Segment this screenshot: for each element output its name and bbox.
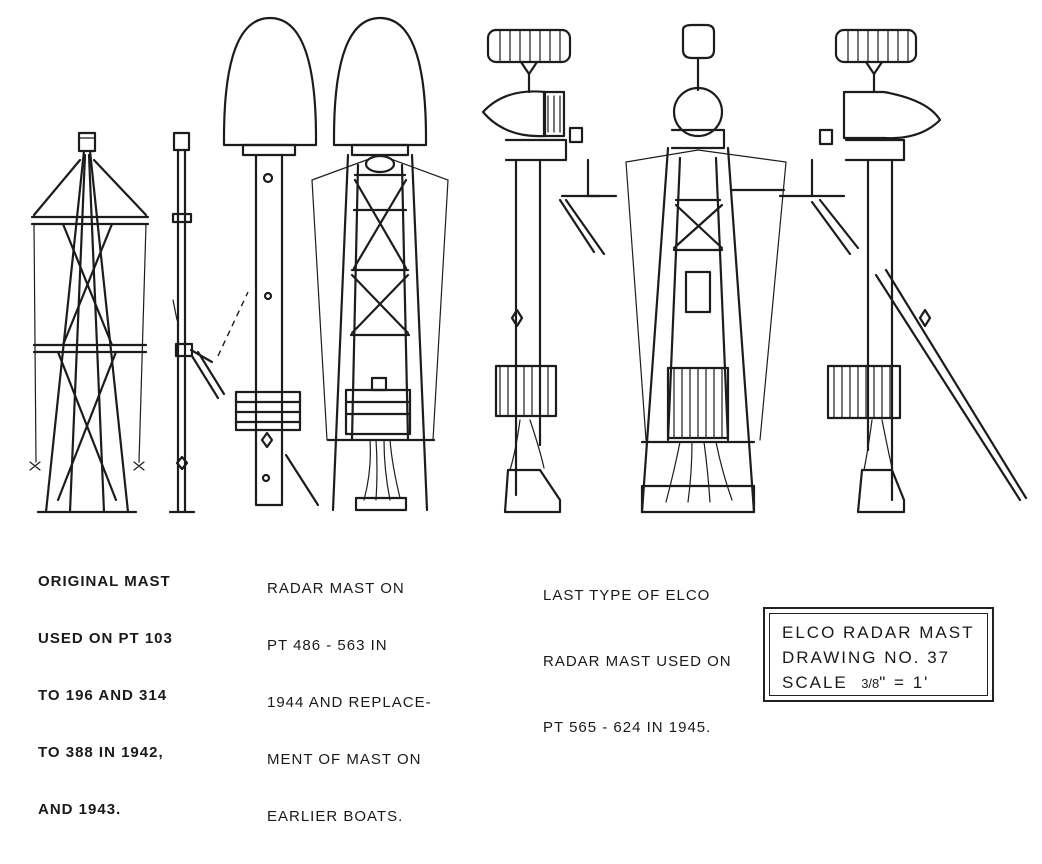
last-type-mast-side-view-left xyxy=(483,30,616,512)
title-block-inner-frame: ELCO RADAR MAST DRAWING NO. 37 SCALE 3/8… xyxy=(769,613,988,696)
caption-line: USED ON PT 103 xyxy=(38,630,173,647)
last-type-mast-front-view xyxy=(626,25,786,512)
drawing-sheet: ORIGINAL MAST USED ON PT 103 TO 196 AND … xyxy=(0,0,1042,825)
caption-last-type: LAST TYPE OF ELCO RADAR MAST USED ON PT … xyxy=(543,541,732,783)
last-type-mast-side-view-right xyxy=(780,30,1026,512)
original-mast-front-view xyxy=(30,133,148,512)
original-mast-side-view xyxy=(170,133,224,512)
caption-line: TO 388 IN 1942, xyxy=(38,744,164,761)
caption-original-mast: ORIGINAL MAST USED ON PT 103 TO 196 AND … xyxy=(38,534,173,857)
drawing-number: DRAWING NO. 37 xyxy=(782,648,951,667)
radar-mast-1944-side-view xyxy=(218,18,318,505)
caption-radar-mast-1944: RADAR MAST ON PT 486 - 563 IN 1944 AND R… xyxy=(267,541,432,864)
title-block: ELCO RADAR MAST DRAWING NO. 37 SCALE 3/8… xyxy=(763,607,994,702)
scale-fraction: 3/8 xyxy=(861,676,880,691)
caption-line: RADAR MAST ON xyxy=(267,580,405,597)
caption-line: ORIGINAL MAST xyxy=(38,573,171,590)
scale-label: SCALE xyxy=(782,673,848,692)
caption-line: EARLIER BOATS. xyxy=(267,808,404,825)
drawing-scale: SCALE 3/8" = 1' xyxy=(782,670,987,696)
caption-line: 1944 AND REPLACE- xyxy=(267,694,432,711)
caption-line: TO 196 AND 314 xyxy=(38,687,168,704)
caption-line: AND 1943. xyxy=(38,801,122,818)
caption-line: RADAR MAST USED ON xyxy=(543,653,732,670)
caption-line: LAST TYPE OF ELCO xyxy=(543,587,711,604)
caption-line: PT 565 - 624 IN 1945. xyxy=(543,719,712,736)
drawing-title: ELCO RADAR MAST xyxy=(782,623,975,642)
caption-line: MENT OF MAST ON xyxy=(267,751,422,768)
mast-drawings xyxy=(0,0,1042,716)
caption-line: PT 486 - 563 IN xyxy=(267,637,388,654)
scale-rest: " = 1' xyxy=(879,673,930,692)
radar-mast-1944-front-view xyxy=(312,18,448,510)
